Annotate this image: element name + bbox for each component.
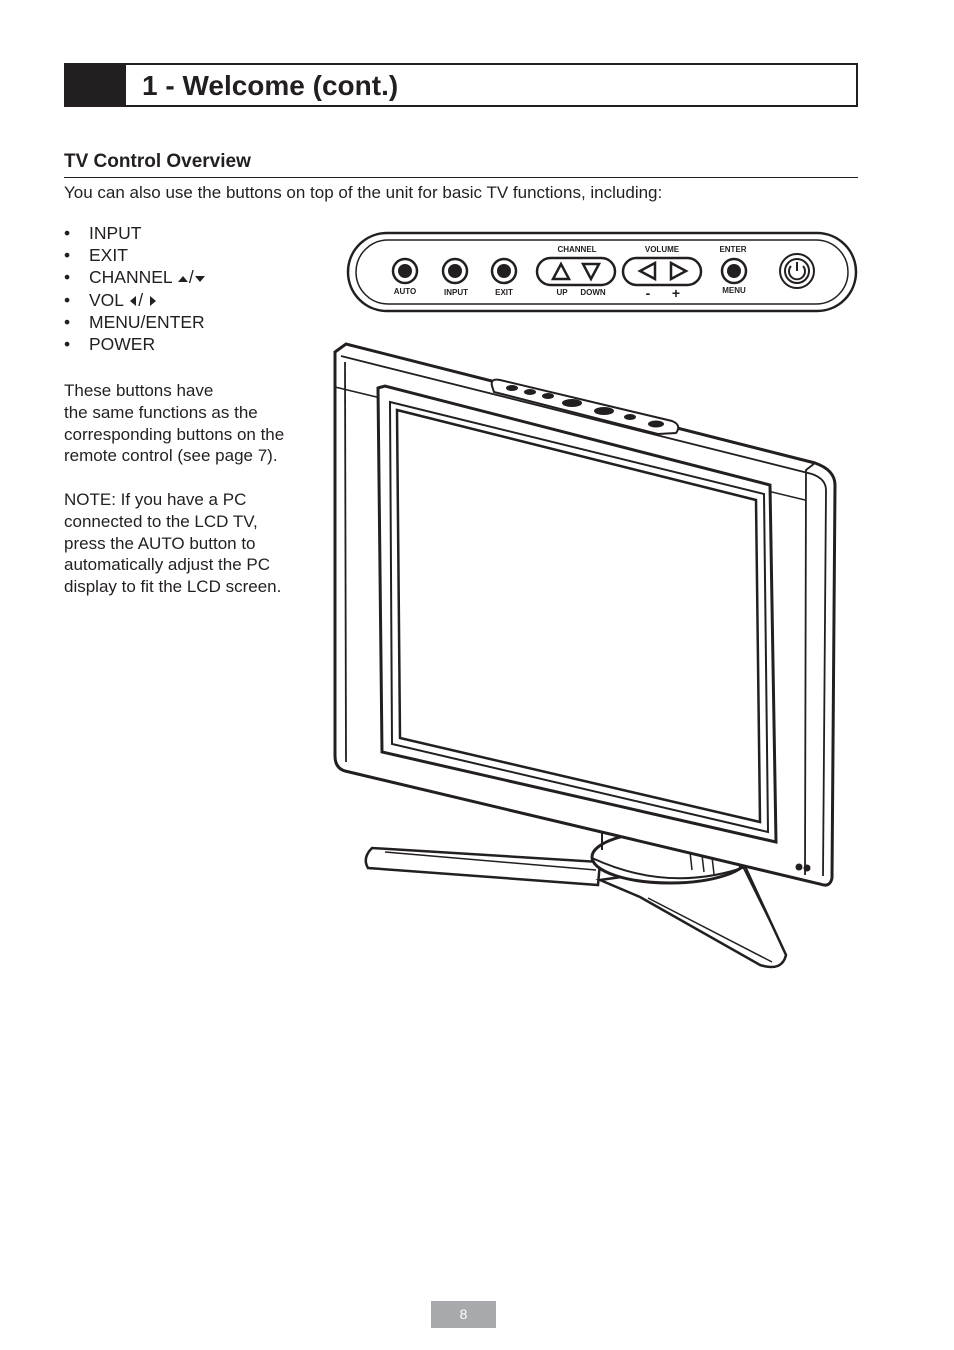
bullet: • (64, 311, 71, 332)
list-item: • INPUT (64, 222, 206, 244)
menu-label: MENU (722, 286, 746, 295)
text-line: automatically adjust the PC (64, 555, 270, 575)
intro-text: You can also use the buttons on top of t… (64, 183, 663, 202)
power-button-icon (779, 253, 815, 289)
list-item: • MENU/ENTER (64, 311, 206, 333)
bullet: • (64, 267, 71, 288)
up-label: UP (556, 288, 568, 297)
volume-label: VOLUME (645, 245, 680, 254)
arrow-down-icon (194, 275, 205, 282)
list-item-label: VOL (89, 289, 124, 310)
section-title: TV Control Overview (64, 151, 251, 172)
text-line: display to fit the LCD screen. (64, 577, 282, 597)
enter-label: ENTER (719, 245, 746, 254)
text-line: the same functions as the (64, 402, 258, 422)
auto-label: AUTO (394, 287, 417, 296)
minus-label: - (646, 285, 651, 301)
auto-button-icon (391, 257, 419, 285)
tv-illustration: AUTO INPUT EXIT CHANNEL UP DOWN VOLUME -… (333, 231, 858, 969)
section-divider (64, 177, 858, 178)
pc-note: NOTE: If you have a PC connected to the … (64, 489, 314, 598)
bullet: • (64, 245, 71, 266)
exit-label: EXIT (495, 288, 513, 297)
section-header-bar: 1 - Welcome (cont.) (64, 63, 858, 107)
list-item: • VOL / (64, 289, 206, 311)
list-item-label: POWER (89, 334, 156, 355)
list-item-label: INPUT (89, 223, 142, 243)
exit-button-icon (490, 257, 518, 285)
function-list: • INPUT • EXIT • CHANNEL / • VOL / • MEN… (64, 222, 206, 355)
menu-button-icon (720, 257, 748, 285)
list-item-label: MENU/ENTER (89, 311, 205, 332)
plus-label: + (672, 285, 680, 301)
text-line: corresponding buttons on the (64, 424, 285, 444)
separator: / (188, 267, 194, 288)
header-block (66, 65, 126, 105)
channel-label: CHANNEL (557, 245, 596, 254)
arrow-up-icon (177, 275, 188, 282)
bullet: • (64, 223, 71, 243)
input-button-icon (441, 257, 469, 285)
down-label: DOWN (580, 288, 606, 297)
lcd-tv-drawing (333, 342, 837, 969)
text-line: press the AUTO button to (64, 533, 256, 553)
arrow-right-icon (150, 295, 156, 306)
list-item: • POWER (64, 333, 206, 355)
arrow-left-icon (130, 295, 137, 306)
volume-rocker-icon (621, 256, 703, 287)
control-panel-diagram: AUTO INPUT EXIT CHANNEL UP DOWN VOLUME -… (346, 231, 858, 313)
page-number: 8 (431, 1301, 496, 1328)
list-item: • CHANNEL / (64, 266, 206, 288)
list-item: • EXIT (64, 244, 206, 266)
channel-rocker-icon (535, 256, 617, 287)
bullet: • (64, 289, 71, 310)
text-line: connected to the LCD TV, (64, 511, 258, 531)
buttons-description: These buttons have the same functions as… (64, 380, 314, 467)
text-line: remote control (see page 7). (64, 446, 278, 466)
list-item-label: EXIT (89, 245, 128, 266)
text-line: NOTE: If you have a PC (64, 490, 247, 509)
list-item-label: CHANNEL (89, 267, 172, 288)
text-line: These buttons have (64, 381, 214, 400)
input-label: INPUT (444, 288, 468, 297)
bullet: • (64, 334, 71, 355)
separator: / (138, 289, 144, 310)
page-title: 1 - Welcome (cont.) (142, 70, 399, 101)
